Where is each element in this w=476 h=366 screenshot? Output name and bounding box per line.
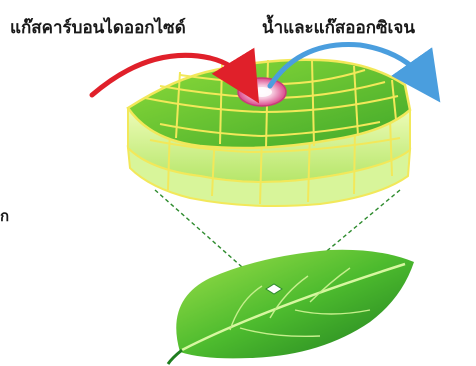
water-oxygen-label: น้ำและแก๊สออกซิเจน — [262, 18, 415, 38]
leaf-illustration — [166, 249, 414, 365]
blue-curved-arrow — [267, 42, 441, 103]
co2-label: แก๊สคาร์บอนไดออกไซด์ — [10, 18, 186, 38]
stray-text-mark: ก — [0, 207, 10, 225]
magnification-guide-lines — [154, 189, 401, 291]
red-curved-arrow — [89, 47, 260, 104]
